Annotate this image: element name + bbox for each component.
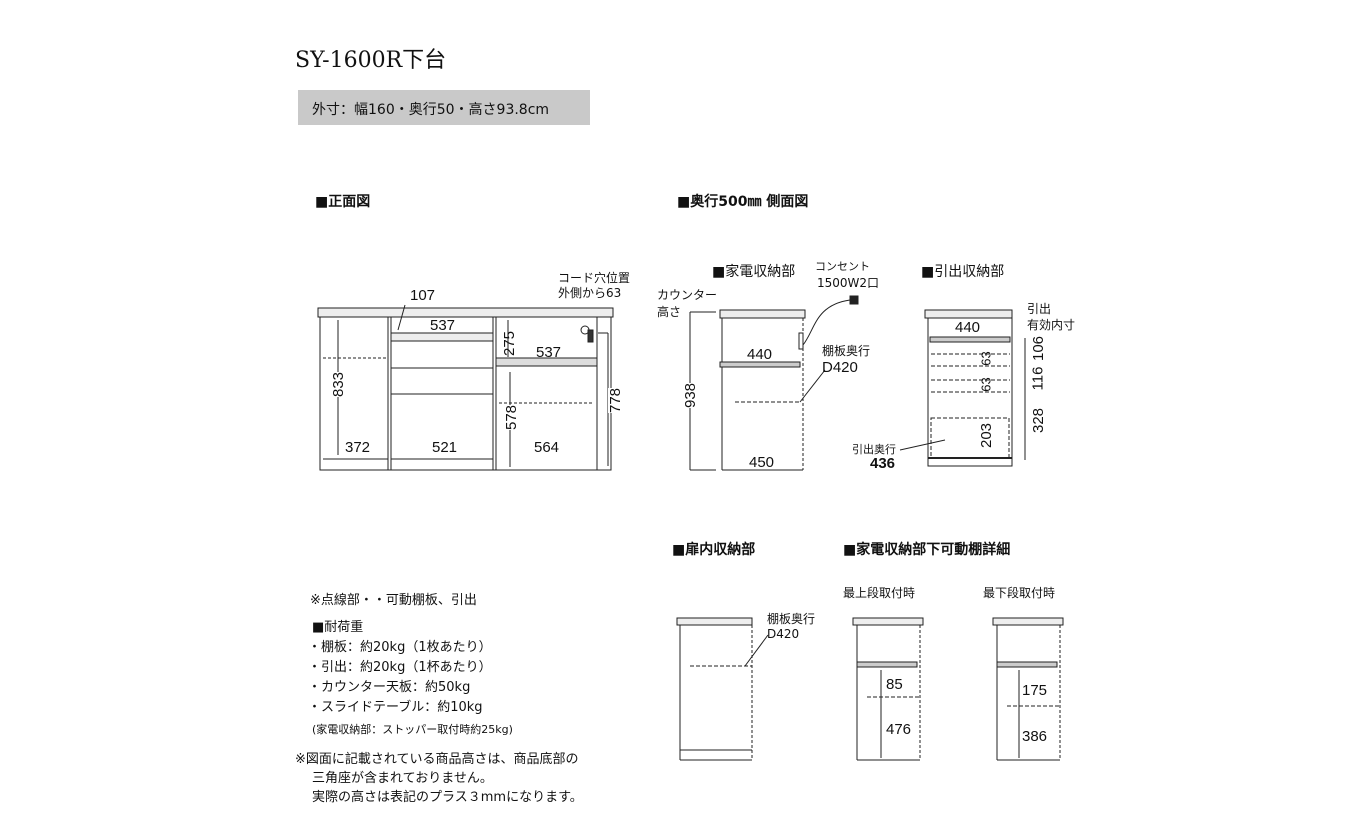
dim-175: 175 [1022,682,1048,699]
dim-578: 578 [503,404,521,431]
dim-116: 116 [1029,366,1047,391]
dim-564: 564 [534,439,560,456]
dim-537b: 537 [536,344,562,361]
heading-door: ■扉内収納部 [672,542,756,558]
drawer-eff-label-2: 有効内寸 [1027,318,1076,332]
note-footnote-2: 三角座が含まれておりません。 [312,771,493,786]
dim-833: 833 [330,371,348,398]
dim-938: 938 [682,382,700,409]
drawer-eff-label-1: 引出 [1027,302,1052,316]
counter-label-1: カウンター [657,288,718,302]
dim-328: 328 [1030,407,1048,434]
heading-front: ■正面図 [315,194,371,210]
note-stopper: (家電収納部：ストッパー取付時約25kg) [312,723,513,736]
drawer-depth-value: 436 [870,455,896,472]
page-title: SY-1600R下台 [295,48,447,73]
note-footnote-1: ※図面に記載されている商品高さは、商品底部の [295,752,579,767]
heading-side: ■奥行500㎜ 側面図 [677,194,809,210]
heading-drawer: ■引出収納部 [921,264,1005,280]
heading-appliance: ■家電収納部 [712,264,796,280]
note-footnote-3: 実際の高さは表記のプラス３mmになります。 [312,790,583,805]
dim-106: 106 [1030,335,1048,362]
door-shelf-label: 棚板奥行 [767,612,816,626]
dim-537a: 537 [430,317,456,334]
label-top-mount: 最上段取付時 [843,586,916,600]
spec-box: 外寸：幅160・奥行50・高さ93.8cm [298,90,590,125]
appliance-side-drawing [689,295,859,471]
counter-label-2: 高さ [657,305,682,319]
cord-label-2: 外側から63 [558,286,622,300]
note-load-item: ・引出：約20kg（1杯あたり） [308,660,492,675]
dim-450: 450 [749,454,775,471]
spec-text: 外寸：幅160・奥行50・高さ93.8cm [312,102,550,118]
door-storage-drawing [676,617,769,761]
drawer-side-drawing [899,309,1026,467]
dim-778: 778 [607,387,625,414]
shelf-depth-value: D420 [822,359,858,376]
dim-476: 476 [886,721,912,738]
dim-203: 203 [978,422,996,449]
cord-label-1: コード穴位置 [558,271,631,285]
dim-440-drawer: 440 [955,319,981,336]
note-load-heading: ■耐荷重 [312,620,364,635]
dim-521: 521 [432,439,458,456]
heading-shelf-detail: ■家電収納部下可動棚詳細 [843,542,1011,558]
outlet-label-2: 1500W2口 [817,276,880,290]
dim-85: 85 [886,676,903,693]
dim-63b: 63 [978,377,994,392]
label-bottom-mount: 最下段取付時 [983,586,1056,600]
dim-275: 275 [501,330,519,357]
note-load-item: ・カウンター天板：約50kg [308,680,471,695]
note-load-item: ・スライドテーブル：約10kg [308,700,483,715]
note-dotted: ※点線部・・可動棚板、引出 [310,593,477,608]
front-view-drawing [317,304,614,471]
note-load-item: ・棚板：約20kg（1枚あたり） [308,640,492,655]
bottom-mount-drawing [992,617,1064,761]
dim-372: 372 [345,439,371,456]
outlet-label-1: コンセント [815,260,870,273]
door-shelf-value: D420 [767,627,800,641]
top-mount-drawing [852,617,924,761]
dim-440-appliance: 440 [747,346,773,363]
dim-386: 386 [1022,728,1048,745]
drawer-depth-label: 引出奥行 [852,443,896,456]
shelf-depth-label: 棚板奥行 [822,344,871,358]
dim-107: 107 [410,287,436,304]
dim-63a: 63 [978,351,994,366]
